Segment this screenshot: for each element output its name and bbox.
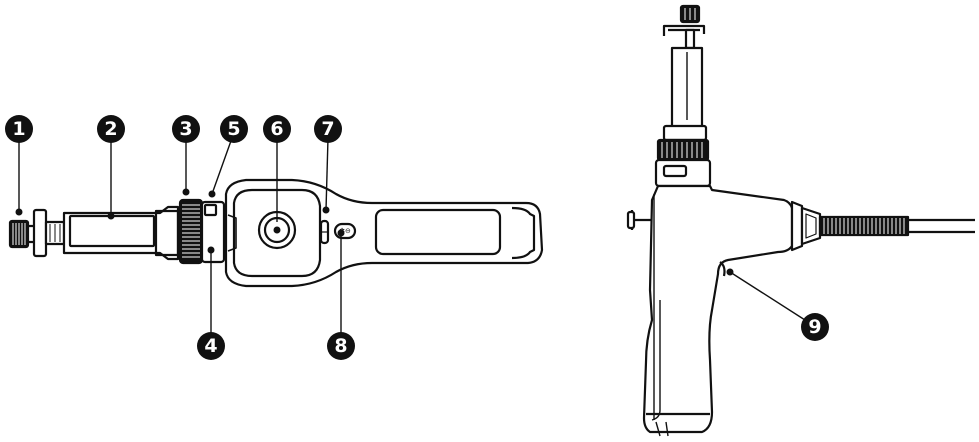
svg-text:3: 3 [179,118,192,140]
callout-5: 5 [220,115,248,143]
callout-4: 4 [197,332,225,360]
side-view-device [626,4,975,437]
grip-panel [374,208,502,256]
battery-window [68,214,156,248]
side-view-leader [726,268,806,321]
top-view-leaders [18,137,342,334]
svg-text:6: 6 [270,118,283,140]
side-clip [662,24,706,36]
callout-9: 9 [801,313,829,341]
top-view-device [8,178,544,288]
top-view-leader-dots [15,188,345,254]
svg-text:2: 2 [104,118,117,140]
end-cap-flange [32,208,48,258]
tail-cap [511,206,536,260]
side-pistol-body [642,184,794,434]
function-button-glyphs: ✱⊖ [339,227,351,235]
callout-2: 2 [97,115,125,143]
collar-slot [203,203,218,217]
collar [200,200,226,264]
svg-text:8: 8 [334,335,347,357]
svg-text:9: 9 [808,316,821,338]
svg-text:1: 1 [12,118,25,140]
callout-3: 3 [172,115,200,143]
svg-text:7: 7 [321,118,334,140]
callout-7: 7 [314,115,342,143]
side-nozzle-collar [790,200,804,252]
svg-text:4: 4 [204,335,217,357]
side-trigger-notch [719,261,726,277]
side-focus-ring [656,138,710,162]
callout-8: 8 [327,332,355,360]
display-bezel [232,188,322,278]
side-probe-cable [908,218,975,234]
callout-1: 1 [5,115,33,143]
callout-6: 6 [263,115,291,143]
svg-text:5: 5 [227,118,240,140]
